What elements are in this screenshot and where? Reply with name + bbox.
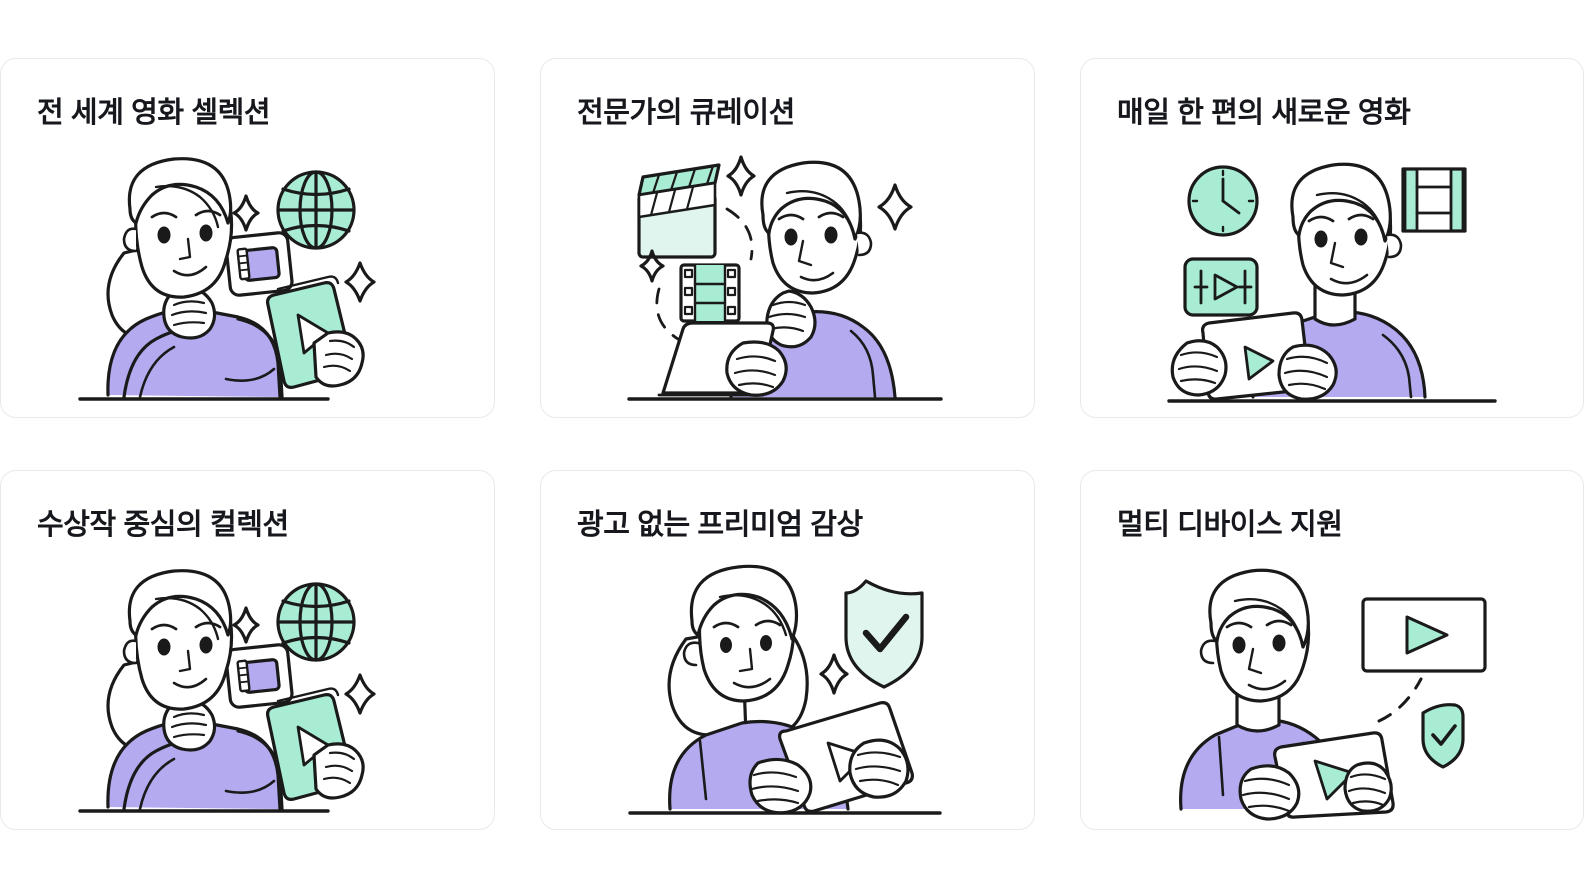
sparkle-icon — [818, 653, 849, 695]
sparkle-icon — [231, 606, 376, 715]
globe-icon — [275, 170, 356, 250]
clapperboard-icon — [636, 163, 721, 259]
filmstrip-icon — [678, 263, 741, 323]
feature-card-daily-new-film[interactable]: 매일 한 편의 새로운 영화 — [1080, 58, 1584, 418]
clock-icon — [1187, 165, 1259, 237]
film-strip-icon — [223, 643, 294, 709]
feature-card-ad-free-premium[interactable]: 광고 없는 프리미엄 감상 — [540, 470, 1035, 830]
illustration-man-tablet-clock — [1081, 143, 1583, 413]
card-title: 광고 없는 프리미엄 감상 — [577, 509, 863, 541]
feature-card-global-film-selection[interactable]: 전 세계 영화 셀렉션 — [0, 58, 495, 418]
feature-card-expert-curation[interactable]: 전문가의 큐레이션 — [540, 58, 1035, 418]
film-frame-icon — [1401, 167, 1467, 233]
illustration-woman-tablet-globe — [1, 555, 494, 825]
illustration-man-tablet-screen-shield — [1081, 555, 1583, 825]
shield-check-icon — [1421, 703, 1465, 769]
screen-play-icon — [1361, 597, 1487, 673]
card-title: 수상작 중심의 컬렉션 — [37, 509, 289, 541]
illustration-woman-tablet-shield — [541, 555, 1034, 825]
card-title: 멀티 디바이스 지원 — [1117, 509, 1343, 541]
shield-check-icon — [843, 579, 924, 689]
card-title: 매일 한 편의 새로운 영화 — [1117, 97, 1411, 129]
globe-icon — [275, 582, 356, 662]
video-player-icon — [1183, 257, 1259, 317]
film-strip-icon — [223, 231, 294, 297]
dashed-arc — [1377, 677, 1423, 723]
sparkle-icon — [231, 194, 376, 303]
illustration-man-laptop-clapperboard — [541, 143, 1034, 413]
feature-card-award-winning-collection[interactable]: 수상작 중심의 컬렉션 — [0, 470, 495, 830]
illustration-woman-tablet-globe — [1, 143, 494, 413]
feature-card-multi-device-support[interactable]: 멀티 디바이스 지원 — [1080, 470, 1584, 830]
card-title: 전 세계 영화 셀렉션 — [37, 97, 271, 129]
card-title: 전문가의 큐레이션 — [577, 97, 795, 129]
